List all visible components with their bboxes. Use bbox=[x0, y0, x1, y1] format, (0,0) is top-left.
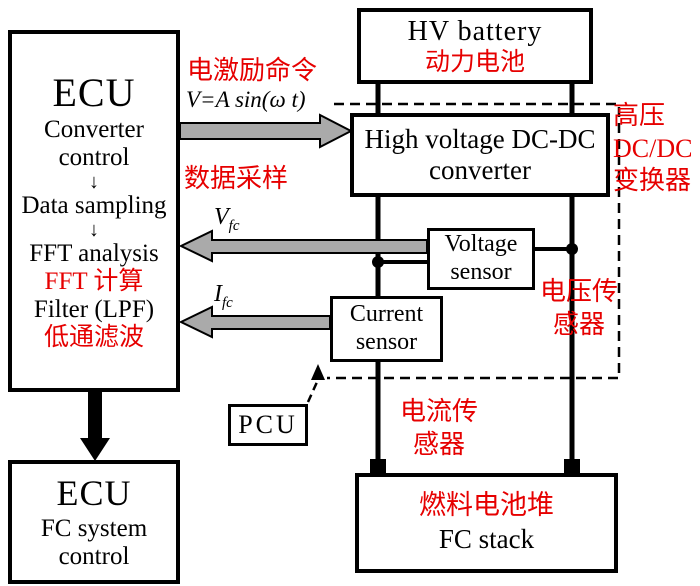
voltage-sensor-line1: Voltage bbox=[444, 231, 518, 258]
vfc-main: V bbox=[214, 204, 229, 230]
ecu-fc-system-box: ECU FC system control bbox=[8, 460, 180, 584]
pcu-box: PCU bbox=[228, 404, 308, 446]
dcdc-cn-line2: DC/DC bbox=[613, 133, 693, 163]
pcu-arrowhead-up bbox=[311, 364, 325, 380]
current-feedback-arrow bbox=[178, 305, 331, 339]
dcdc-line1: High voltage DC-DC bbox=[364, 123, 596, 154]
current-sensor-cn-label: 电流传 感器 bbox=[400, 396, 478, 461]
ecu-title: ECU bbox=[52, 70, 136, 115]
data-sampling-line: Data sampling bbox=[21, 192, 167, 219]
ecu-to-ecu-arrow bbox=[80, 392, 110, 461]
vfc-symbol: Vfc bbox=[214, 203, 240, 235]
down-arrow-icon: ↓ bbox=[89, 171, 99, 193]
fc-system-line1: FC system bbox=[40, 514, 148, 542]
fc-terminal-left bbox=[370, 459, 386, 473]
current-sensor-line2: sensor bbox=[355, 329, 418, 355]
converter-control-line2: control bbox=[58, 144, 130, 171]
fc-stack-title: FC stack bbox=[438, 524, 535, 554]
pcu-title: PCU bbox=[238, 410, 298, 439]
fft-analysis-line: FFT analysis bbox=[29, 240, 159, 267]
ifc-subscript: fc bbox=[222, 294, 233, 311]
ecu-converter-box: ECU Converter control ↓ Data sampling ↓ … bbox=[8, 30, 180, 392]
vfc-subscript: fc bbox=[228, 217, 240, 234]
hv-battery-cn-label: 动力电池 bbox=[424, 48, 525, 76]
voltage-cn-line1: 电压传 bbox=[540, 277, 619, 306]
fc-terminal-right bbox=[564, 459, 580, 473]
pcu-dashed-link bbox=[306, 381, 319, 403]
filter-lpf-cn-label: 低通滤波 bbox=[43, 324, 144, 351]
fc-system-line2: control bbox=[58, 542, 130, 570]
fc-stack-box: 燃料电池堆 FC stack bbox=[355, 473, 618, 573]
hv-battery-box: HV battery 动力电池 bbox=[357, 8, 593, 84]
excitation-formula: V=A sin(ω t) bbox=[186, 87, 306, 112]
junction-dot-left bbox=[372, 256, 384, 268]
dcdc-converter-box: High voltage DC-DC converter bbox=[350, 113, 610, 197]
voltage-sensor-line2: sensor bbox=[450, 259, 512, 285]
fft-analysis-cn-label: FFT 计算 bbox=[44, 268, 144, 295]
voltage-feedback-arrow bbox=[178, 229, 428, 263]
current-cn-line2: 感器 bbox=[413, 429, 466, 459]
fc-stack-cn-label: 燃料电池堆 bbox=[419, 490, 554, 521]
current-sensor-box: Current sensor bbox=[330, 296, 443, 362]
ifc-main: I bbox=[214, 281, 222, 307]
down-arrow-icon: ↓ bbox=[89, 219, 99, 241]
hv-battery-title: HV battery bbox=[407, 16, 543, 48]
ecu-bottom-title: ECU bbox=[56, 473, 132, 514]
dcdc-cn-line1: 高压 bbox=[613, 101, 666, 130]
excitation-command-label: 电激励命令 bbox=[187, 56, 318, 85]
dcdc-line2: converter bbox=[429, 155, 531, 185]
dashed-signal-path bbox=[327, 102, 621, 380]
voltage-sensor-box: Voltage sensor bbox=[427, 228, 535, 290]
data-sampling-cn-label: 数据采样 bbox=[184, 164, 289, 193]
ifc-symbol: Ifc bbox=[214, 280, 233, 312]
current-cn-line1: 电流传 bbox=[400, 397, 479, 426]
junction-dot-right bbox=[566, 243, 578, 255]
dcdc-cn-line3: 变换器 bbox=[613, 166, 692, 195]
dcdc-cn-label: 高压 DC/DC 变换器 bbox=[613, 100, 692, 198]
voltage-cn-line2: 感器 bbox=[553, 309, 606, 339]
voltage-sensor-cn-label: 电压传 感器 bbox=[540, 276, 618, 341]
current-sensor-line1: Current bbox=[349, 301, 424, 328]
filter-lpf-line: Filter (LPF) bbox=[33, 296, 155, 323]
excitation-arrow bbox=[179, 113, 354, 149]
converter-control-line1: Converter bbox=[44, 116, 144, 143]
